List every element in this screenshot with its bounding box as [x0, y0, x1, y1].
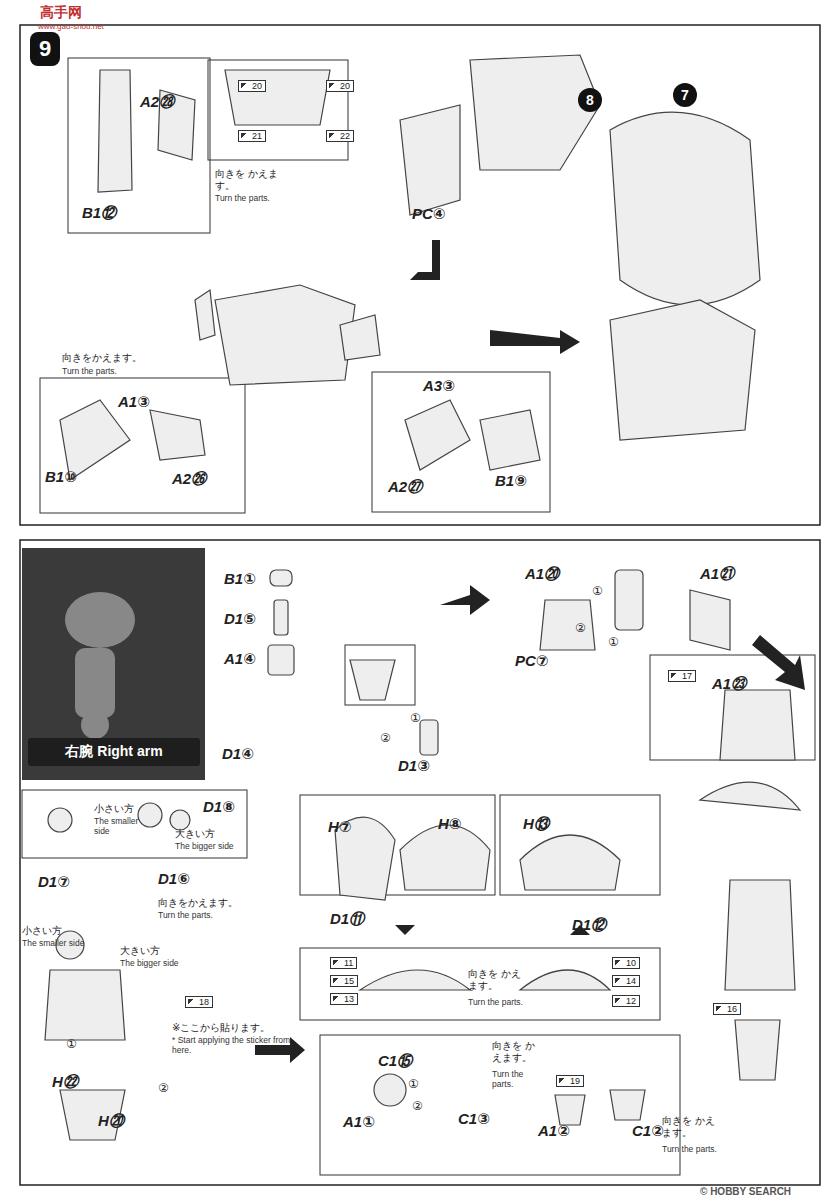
node-text: 右腕 Right arm — [65, 743, 162, 761]
part-label: B1⑨ — [495, 472, 527, 489]
part-label: A2㉖ — [172, 470, 206, 487]
note: 向きをかえます。 — [158, 897, 238, 909]
note: 小さい方 — [22, 925, 62, 937]
note: ※ここから貼ります。 — [172, 1022, 270, 1034]
part-label: A1③ — [118, 393, 150, 410]
sticker-number: 20 — [326, 80, 354, 92]
part-label: A1② — [538, 1122, 570, 1139]
note: The bigger side — [175, 842, 235, 852]
step-badge: 9 — [30, 32, 60, 66]
part-label: C1⑮ — [378, 1052, 412, 1069]
sticker-number: 14 — [612, 975, 640, 987]
node-text: 8 — [586, 92, 594, 108]
node-text: 9 — [39, 36, 51, 62]
part-label: A1① — [343, 1113, 375, 1130]
part-label: PC⑦ — [515, 652, 549, 669]
note: 小さい方 — [94, 803, 134, 815]
note: 大きい方 — [120, 945, 160, 957]
part-label: A1㉑ — [700, 565, 734, 582]
part-label: H⑳ — [98, 1112, 124, 1129]
part-label: B1① — [224, 570, 256, 587]
note: Turn the parts. — [62, 367, 117, 377]
part-label: A1㉓ — [712, 675, 746, 692]
sticker-number: 16 — [713, 1003, 741, 1015]
part-label: A2㉗ — [388, 478, 422, 495]
note: 高手网 — [40, 4, 82, 20]
step-order: ① — [592, 585, 603, 599]
note: 向きを かえます。 — [215, 168, 285, 191]
note: Turn the parts. — [662, 1145, 717, 1155]
note: The bigger side — [120, 959, 190, 969]
step-order: ① — [410, 712, 421, 726]
note: 向きを かえます。 — [468, 968, 523, 991]
section-band: 右腕 Right arm — [28, 738, 200, 766]
sticker-number: 13 — [330, 993, 358, 1005]
step-order: ② — [575, 622, 586, 636]
sticker-number: 20 — [238, 80, 266, 92]
sticker-number: 10 — [612, 957, 640, 969]
sticker-number: 11 — [330, 957, 357, 969]
note: Turn the parts. — [158, 911, 213, 921]
sticker-number: 19 — [556, 1075, 584, 1087]
note: Turn the parts. — [492, 1070, 537, 1090]
step-order: ② — [380, 732, 391, 746]
part-label: D1④ — [222, 745, 254, 762]
part-label: H⑦ — [328, 818, 352, 835]
note: www.gao-shou.net — [38, 22, 104, 31]
part-label: D1⑧ — [203, 798, 235, 815]
part-label: C1② — [632, 1122, 664, 1139]
sticker-number: 12 — [612, 995, 640, 1007]
part-label: D1⑥ — [158, 870, 190, 887]
sticker-number: 15 — [330, 975, 358, 987]
note: The smaller side — [22, 939, 92, 949]
note: Turn the parts. — [215, 194, 285, 204]
part-label: D1⑤ — [224, 610, 256, 627]
step-order: ① — [408, 1078, 419, 1092]
part-label: H⑧ — [438, 815, 462, 832]
part-label: A1④ — [224, 650, 256, 667]
part-label: A2㉘ — [140, 93, 174, 110]
note: 大きい方 — [175, 828, 215, 840]
part-label: D1⑪ — [330, 910, 364, 927]
step-ref-circle: 7 — [673, 83, 697, 107]
step-order: ② — [412, 1100, 423, 1114]
note: The smaller side — [94, 817, 154, 837]
sticker-number: 21 — [238, 130, 266, 142]
note: © HOBBY SEARCH — [700, 1186, 791, 1198]
note: 向きを かえます。 — [492, 1040, 537, 1063]
part-label: D1⑦ — [38, 873, 70, 890]
part-label: D1⑫ — [572, 916, 606, 933]
step-ref-circle: 8 — [578, 88, 602, 112]
part-label: H⑬ — [523, 815, 549, 832]
part-label: C1③ — [458, 1110, 490, 1127]
part-label: A1⑳ — [525, 565, 559, 582]
part-label: A3③ — [423, 377, 455, 394]
part-label: B1⑫ — [82, 204, 116, 221]
note: * Start applying the sticker from here. — [172, 1036, 292, 1056]
part-label: PC④ — [412, 205, 446, 222]
note: 向きを かえます。 — [662, 1115, 717, 1138]
note: Turn the parts. — [468, 998, 523, 1008]
part-label: D1③ — [398, 757, 430, 774]
sticker-number: 22 — [326, 130, 354, 142]
sticker-number: 18 — [185, 996, 213, 1008]
note: 向きをかえます。 — [62, 352, 142, 364]
step-order: ② — [158, 1082, 169, 1096]
part-label: B1⑩ — [45, 468, 77, 485]
sticker-number: 17 — [668, 670, 696, 682]
node-text: 7 — [681, 87, 689, 103]
step-order: ① — [66, 1038, 77, 1052]
step-order: ① — [608, 636, 619, 650]
part-label: H㉒ — [52, 1073, 78, 1090]
